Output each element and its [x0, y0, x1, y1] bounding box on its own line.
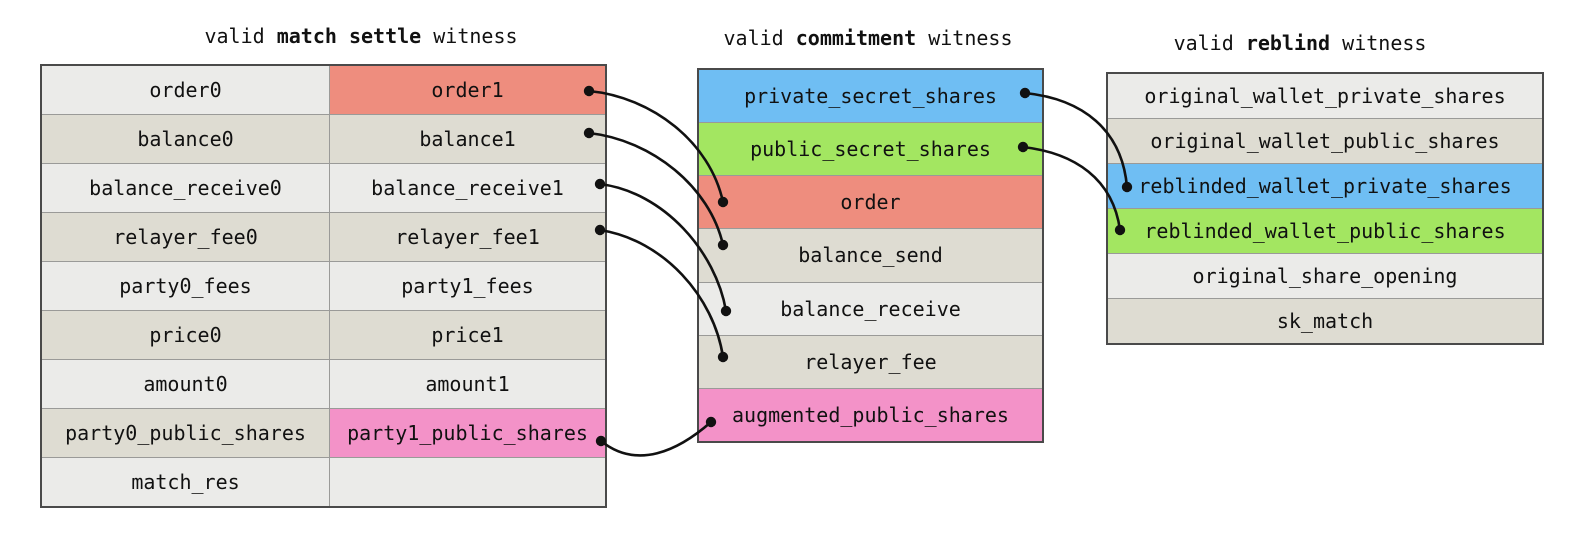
reblind-title: valid reblind witness [1100, 31, 1500, 55]
title-bold: match settle [276, 24, 422, 48]
cell-party0-fees: party0_fees [42, 262, 329, 310]
table-row: sk_match [1108, 298, 1542, 343]
table-row: party0_fees party1_fees [42, 261, 605, 310]
cell-reblinded-wallet-private-shares: reblinded_wallet_private_shares [1108, 164, 1542, 208]
table-row: amount0 amount1 [42, 359, 605, 408]
cell-price0: price0 [42, 311, 329, 359]
cell-party0-public-shares: party0_public_shares [42, 409, 329, 457]
cell-balance0: balance0 [42, 115, 329, 163]
title-prefix: valid [723, 26, 796, 50]
cell-sk-match: sk_match [1108, 299, 1542, 343]
table-row: balance_receive0 balance_receive1 [42, 163, 605, 212]
commitment-title: valid commitment witness [668, 26, 1068, 50]
cell-balance-receive1: balance_receive1 [329, 164, 605, 212]
title-prefix: valid [1173, 31, 1246, 55]
cell-balance-send: balance_send [699, 229, 1042, 282]
cell-balance-receive: balance_receive [699, 282, 1042, 335]
table-row: original_wallet_private_shares [1108, 74, 1542, 118]
table-row: public_secret_shares [699, 122, 1042, 176]
cell-party1-fees: party1_fees [329, 262, 605, 310]
cell-balance-receive0: balance_receive0 [42, 164, 329, 212]
table-row: balance_send [699, 228, 1042, 282]
cell-order1: order1 [329, 66, 605, 114]
cell-order: order [699, 176, 1042, 229]
match-settle-table: order0 order1 balance0 balance1 balance_… [40, 64, 607, 508]
reblind-table: original_wallet_private_shares original_… [1106, 72, 1544, 345]
table-row: original_wallet_public_shares [1108, 118, 1542, 163]
match-settle-title: valid match settle witness [161, 24, 561, 48]
title-suffix: witness [421, 24, 518, 48]
table-row: reblinded_wallet_private_shares [1108, 163, 1542, 208]
title-prefix: valid [204, 24, 277, 48]
cell-balance1: balance1 [329, 115, 605, 163]
title-suffix: witness [916, 26, 1013, 50]
table-row: match_res [42, 457, 605, 506]
cell-original-wallet-private-shares: original_wallet_private_shares [1108, 74, 1542, 118]
cell-public-secret-shares: public_secret_shares [699, 123, 1042, 176]
table-row: party0_public_shares party1_public_share… [42, 408, 605, 457]
arrow-party1-public-shares-to-augmented-public-shares [599, 420, 713, 457]
cell-original-wallet-public-shares: original_wallet_public_shares [1108, 119, 1542, 163]
cell-original-share-opening: original_share_opening [1108, 254, 1542, 298]
cell-empty [329, 458, 605, 506]
commitment-table: private_secret_shares public_secret_shar… [697, 68, 1044, 443]
cell-private-secret-shares: private_secret_shares [699, 70, 1042, 123]
cell-reblinded-wallet-public-shares: reblinded_wallet_public_shares [1108, 209, 1542, 253]
table-row: augmented_public_shares [699, 387, 1042, 441]
table-row: reblinded_wallet_public_shares [1108, 208, 1542, 253]
cell-amount0: amount0 [42, 360, 329, 408]
cell-relayer-fee: relayer_fee [699, 335, 1042, 388]
cell-augmented-public-shares: augmented_public_shares [699, 388, 1042, 441]
table-row: relayer_fee0 relayer_fee1 [42, 212, 605, 261]
table-row: balance_receive [699, 281, 1042, 335]
title-bold: reblind [1245, 31, 1331, 55]
title-suffix: witness [1330, 31, 1427, 55]
table-row: original_share_opening [1108, 253, 1542, 298]
table-row: private_secret_shares [699, 70, 1042, 123]
table-row: order [699, 175, 1042, 229]
title-bold: commitment [795, 26, 917, 50]
cell-amount1: amount1 [329, 360, 605, 408]
table-row: price0 price1 [42, 310, 605, 359]
cell-relayer-fee0: relayer_fee0 [42, 213, 329, 261]
table-row: relayer_fee [699, 334, 1042, 388]
table-row: order0 order1 [42, 66, 605, 114]
cell-party1-public-shares: party1_public_shares [329, 409, 605, 457]
cell-match-res: match_res [42, 458, 329, 506]
cell-order0: order0 [42, 66, 329, 114]
cell-price1: price1 [329, 311, 605, 359]
cell-relayer-fee1: relayer_fee1 [329, 213, 605, 261]
table-row: balance0 balance1 [42, 114, 605, 163]
